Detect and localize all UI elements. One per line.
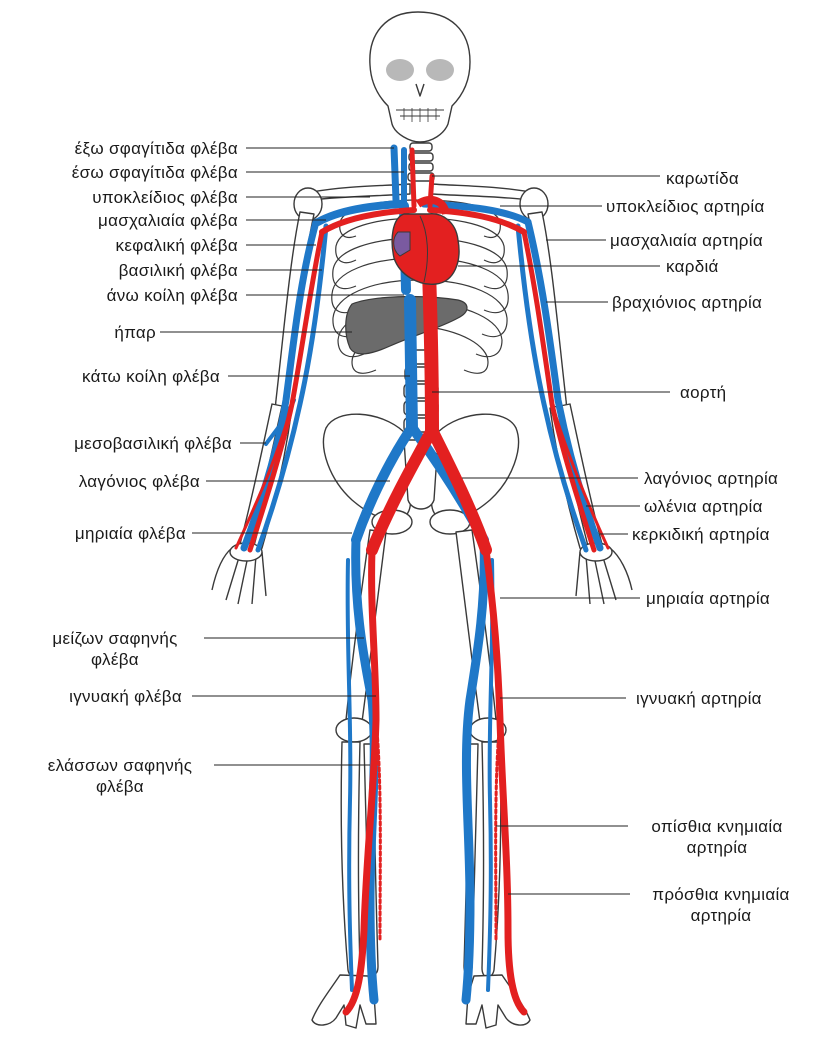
label-int-jugular: έσω σφαγίτιδα φλέβα [72, 162, 238, 183]
label-carotid: καρωτίδα [666, 168, 739, 189]
label-inf-vena-cava: κάτω κοίλη φλέβα [82, 366, 220, 387]
label-popliteal-vein: ιγνυακή φλέβα [69, 686, 182, 707]
label-axillary-artery: μασχαλιαία αρτηρία [610, 230, 763, 251]
label-ulnar-artery: ωλένια αρτηρία [644, 496, 763, 517]
label-median-basilic-vein: μεσοβασιλική φλέβα [74, 433, 232, 454]
label-great-saphenous: μείζων σαφηνής φλέβα [30, 628, 200, 670]
label-iliac-artery: λαγόνιος αρτηρία [644, 468, 778, 489]
label-ant-tibial: πρόσθια κνημιαία αρτηρία [626, 884, 816, 926]
label-iliac-vein: λαγόνιος φλέβα [79, 471, 200, 492]
label-post-tibial: οπίσθια κνημιαία αρτηρία [624, 816, 810, 858]
label-radial-artery: κερκιδική αρτηρία [632, 524, 770, 545]
label-post-tibial-line1: οπίσθια κνημιαία [624, 816, 810, 837]
label-ext-jugular: έξω σφαγίτιδα φλέβα [75, 138, 238, 159]
label-subclavian-vein: υποκλείδιος φλέβα [92, 187, 238, 208]
label-heart: καρδιά [666, 256, 719, 277]
right-clavicle [432, 184, 535, 200]
label-popliteal-artery: ιγνυακή αρτηρία [636, 688, 762, 709]
label-post-tibial-line2: αρτηρία [624, 837, 810, 858]
label-small-saphenous-line2: φλέβα [30, 776, 210, 797]
label-small-saphenous: ελάσσων σαφηνής φλέβα [30, 755, 210, 797]
label-subclavian-artery: υποκλείδιος αρτηρία [606, 196, 765, 217]
label-ant-tibial-line1: πρόσθια κνημιαία [626, 884, 816, 905]
label-axillary-vein: μασχαλιαία φλέβα [98, 210, 238, 231]
skull [370, 12, 470, 142]
label-ant-tibial-line2: αρτηρία [626, 905, 816, 926]
label-sup-vena-cava: άνω κοίλη φλέβα [107, 285, 238, 306]
label-brachial-artery: βραχιόνιος αρτηρία [612, 292, 762, 313]
label-great-saphenous-line2: φλέβα [30, 649, 200, 670]
label-cephalic-vein: κεφαλική φλέβα [116, 235, 238, 256]
label-small-saphenous-line1: ελάσσων σαφηνής [30, 755, 210, 776]
label-basilic-vein: βασιλική φλέβα [119, 260, 238, 281]
label-femoral-vein: μηριαία φλέβα [75, 523, 186, 544]
label-aorta: αορτή [680, 382, 726, 403]
skeleton [212, 12, 632, 1028]
label-great-saphenous-line1: μείζων σαφηνής [30, 628, 200, 649]
label-liver: ήπαρ [114, 322, 156, 343]
label-femoral-artery: μηριαία αρτηρία [646, 588, 770, 609]
